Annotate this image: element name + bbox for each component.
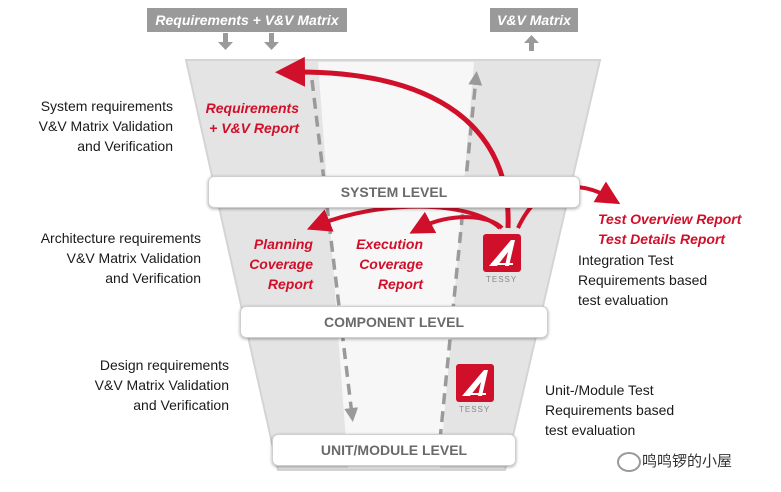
- unit-module-test-line2: Requirements based: [545, 402, 675, 418]
- design-requirements-label: Design requirements V&V Matrix Validatio…: [39, 355, 229, 415]
- integration-test-title: Integration Test: [578, 252, 674, 268]
- planning-report-line2: Coverage: [249, 256, 313, 272]
- test-details-report-line2: Test Details Report: [598, 231, 726, 247]
- wechat-icon: [617, 452, 641, 472]
- design-requirements-title: Design requirements: [99, 357, 229, 373]
- execution-report-line1: Execution: [356, 236, 423, 252]
- up-arrow-icon: [524, 35, 539, 51]
- unit-level-bar: UNIT/MODULE LEVEL: [272, 434, 516, 466]
- tessy-logo-caption: TESSY: [486, 275, 518, 284]
- tessy-logo-caption: TESSY: [459, 405, 491, 414]
- unit-module-test-label: Unit-/Module Test Requirements based tes…: [545, 380, 725, 440]
- execution-report-line2: Coverage: [359, 256, 423, 272]
- test-overview-report-line1: Test Overview Report: [598, 211, 742, 227]
- architecture-requirements-line3: and Verification: [105, 270, 201, 286]
- requirements-report-line2: + V&V Report: [209, 120, 299, 136]
- requirements-report-line1: Requirements: [205, 100, 299, 116]
- architecture-requirements-line2: V&V Matrix Validation: [66, 250, 201, 266]
- test-overview-report-label: Test Overview Report Test Details Report: [598, 209, 778, 249]
- system-requirements-title: System requirements: [40, 98, 173, 114]
- tessy-logo-icon: [483, 234, 521, 272]
- execution-coverage-report-label: Execution Coverage Report: [323, 234, 423, 294]
- architecture-requirements-title: Architecture requirements: [40, 230, 201, 246]
- planning-report-line1: Planning: [253, 236, 313, 252]
- system-requirements-line3: and Verification: [77, 138, 173, 154]
- arrow-to-execution-report: [409, 211, 504, 234]
- planning-report-line3: Report: [267, 276, 313, 292]
- design-requirements-line2: V&V Matrix Validation: [94, 377, 229, 393]
- system-requirements-label: System requirements V&V Matrix Validatio…: [0, 96, 173, 156]
- tag-requirements-matrix: Requirements + V&V Matrix: [147, 8, 347, 32]
- funnel-center-band: [318, 62, 474, 468]
- dashed-up-arrow: [438, 71, 483, 441]
- architecture-requirements-label: Architecture requirements V&V Matrix Val…: [1, 228, 201, 288]
- down-arrow-icon: [218, 33, 233, 50]
- requirements-report-label: Requirements + V&V Report: [179, 98, 299, 138]
- integration-test-line2: Requirements based: [578, 272, 708, 288]
- integration-test-label: Integration Test Requirements based test…: [578, 250, 758, 310]
- design-requirements-line3: and Verification: [133, 397, 229, 413]
- tessy-a-glyph: [462, 370, 488, 396]
- tag-vv-matrix: V&V Matrix: [490, 8, 578, 32]
- component-level-bar: COMPONENT LEVEL: [240, 306, 548, 338]
- unit-module-test-line3: test evaluation: [545, 422, 636, 438]
- execution-report-line3: Report: [377, 276, 423, 292]
- tessy-a-glyph: [489, 240, 515, 266]
- dashed-down-arrow: [310, 79, 359, 422]
- tessy-logo-icon: [456, 364, 494, 402]
- integration-test-line3: test evaluation: [578, 292, 669, 308]
- planning-coverage-report-label: Planning Coverage Report: [213, 234, 313, 294]
- system-level-bar: SYSTEM LEVEL: [208, 176, 580, 208]
- watermark-text: 鸣鸣锣的小屋: [642, 453, 733, 470]
- system-requirements-line2: V&V Matrix Validation: [38, 118, 173, 134]
- unit-module-test-title: Unit-/Module Test: [545, 382, 654, 398]
- down-arrow-icon: [264, 33, 279, 50]
